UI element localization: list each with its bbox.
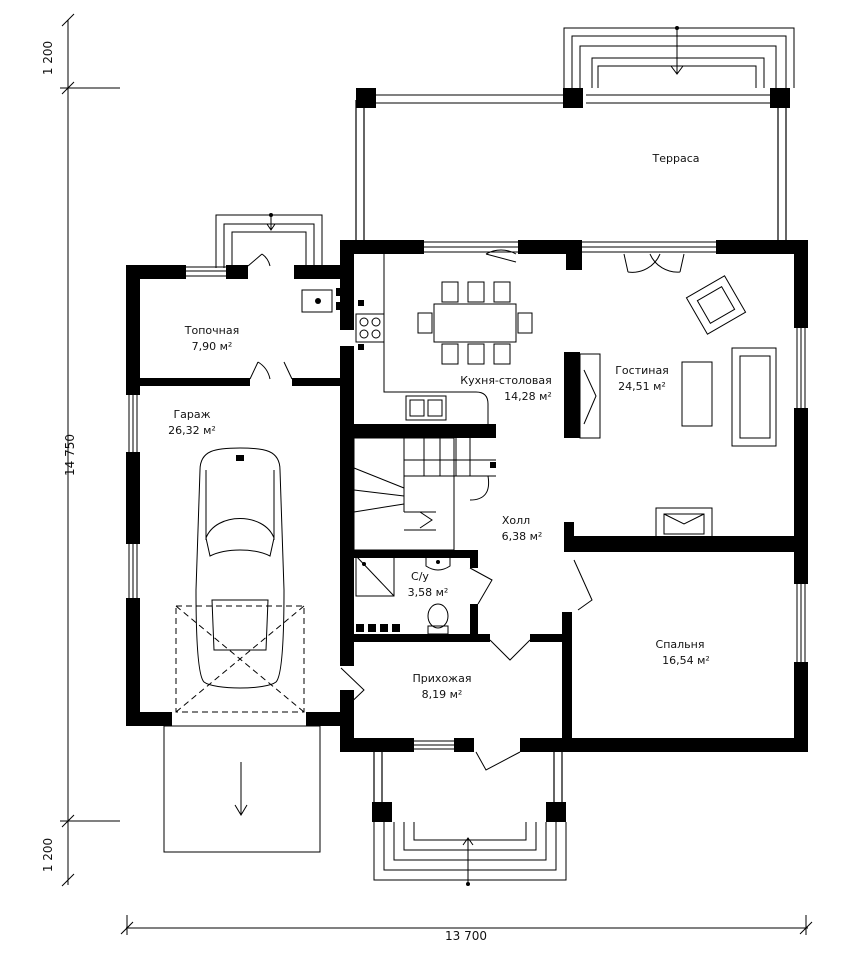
dimension-lines — [60, 13, 813, 935]
room-area-wc: 3,58 м² — [408, 586, 449, 599]
dim-total-height: 14 750 — [63, 434, 77, 476]
room-name-hall: Холл — [502, 514, 530, 527]
room-name-entry: Прихожая — [413, 672, 472, 685]
entrance-porch — [372, 752, 567, 886]
stairs — [353, 437, 496, 551]
terrace — [355, 26, 795, 240]
wc-fixtures — [355, 555, 451, 635]
room-area-boiler: 7,90 м² — [192, 340, 233, 353]
room-area-kitchen: 14,28 м² — [504, 390, 552, 403]
room-name-living: Гостиная — [615, 364, 669, 377]
car-icon — [195, 447, 285, 689]
room-area-hall: 6,38 м² — [502, 530, 543, 543]
boiler-entry-steps — [215, 213, 323, 268]
room-area-entry: 8,19 м² — [422, 688, 463, 701]
dim-top-offset: 1 200 — [41, 41, 55, 75]
room-name-kitchen: Кухня-столовая — [460, 374, 551, 387]
living-furniture — [579, 275, 777, 552]
doors — [247, 249, 685, 771]
room-name-boiler: Топочная — [184, 324, 239, 337]
dim-bottom-offset: 1 200 — [41, 838, 55, 872]
room-area-living: 24,51 м² — [618, 380, 666, 393]
kitchen-furniture — [355, 254, 533, 424]
room-name-bedroom: Спальня — [656, 638, 705, 651]
boiler-equipment — [301, 288, 352, 313]
dim-total-width: 13 700 — [445, 929, 487, 943]
room-name-wc: С/у — [411, 570, 429, 583]
walls — [126, 240, 808, 752]
room-area-bedroom: 16,54 м² — [662, 654, 710, 667]
room-name-garage: Гараж — [173, 408, 210, 421]
garage-driveway — [163, 605, 321, 853]
windows — [128, 241, 806, 750]
room-area-garage: 26,32 м² — [168, 424, 216, 437]
room-name-terrace: Терраса — [652, 152, 700, 165]
